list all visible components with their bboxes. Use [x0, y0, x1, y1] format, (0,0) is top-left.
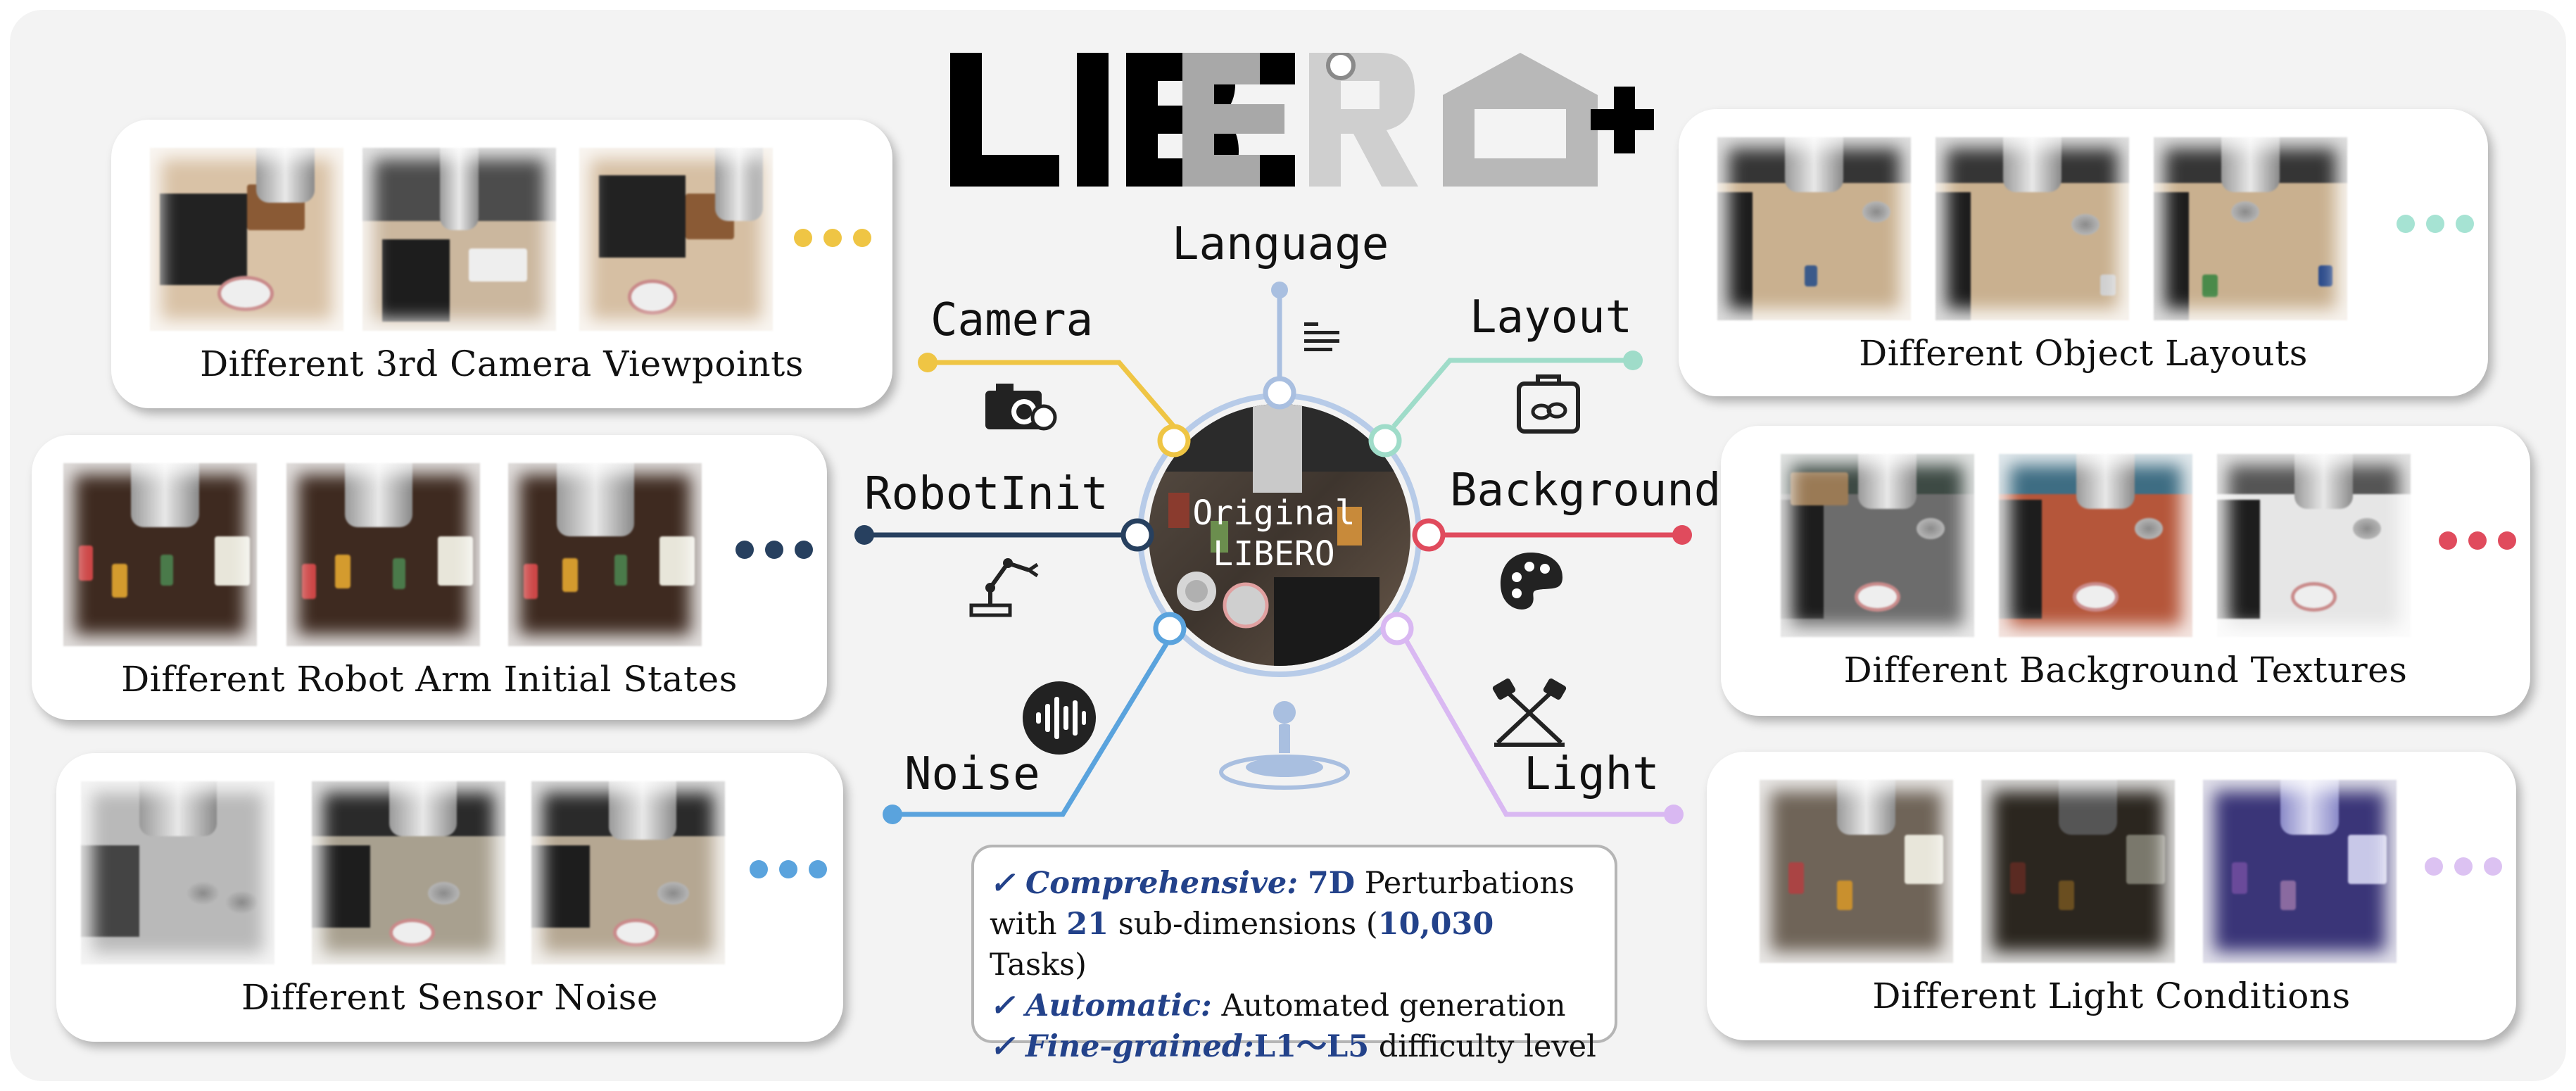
layout-caption: Different Object Layouts — [1859, 333, 2308, 374]
summary-box: ✓ Comprehensive: 7D Perturbations with 2… — [971, 845, 1617, 1064]
noise-thumb-2 — [312, 781, 505, 964]
panel-robot-init: Different Robot Arm Initial States — [32, 435, 827, 720]
water-drop-icon — [1219, 701, 1350, 790]
libero-plus-logo — [950, 53, 1654, 187]
noise-caption: Different Sensor Noise — [241, 977, 659, 1018]
label-robotinit: RobotInit — [864, 468, 1109, 520]
noise-thumb-1 — [81, 781, 274, 964]
summary-automatic: ✓ Automatic: — [990, 988, 1212, 1023]
summary-7d: 7D — [1307, 866, 1356, 901]
light-thumb-3 — [2203, 780, 2397, 963]
label-layout: Layout — [1470, 291, 1633, 343]
label-noise: Noise — [904, 748, 1040, 800]
background-thumb-3 — [2217, 454, 2411, 637]
label-background: Background — [1450, 465, 1722, 517]
camera-more-dots — [794, 229, 871, 247]
summary-tasks: Tasks) — [990, 947, 1087, 983]
background-caption: Different Background Textures — [1843, 650, 2408, 690]
panel-light-conditions: Different Light Conditions — [1707, 752, 2516, 1040]
sound-wave-icon — [1023, 681, 1096, 755]
background-thumb-2 — [1999, 454, 2192, 637]
background-thumb-1 — [1781, 454, 1974, 637]
summary-subdims: sub-dimensions ( — [1118, 907, 1378, 942]
camera-icon — [985, 384, 1057, 431]
summary-line-1: ✓ Comprehensive: 7D Perturbations — [990, 863, 1599, 904]
light-thumb-1 — [1760, 780, 1953, 963]
text-lines-icon — [1304, 322, 1339, 351]
center-label-line1: Original — [1192, 493, 1356, 533]
layout-thumb-3 — [2154, 137, 2347, 320]
panel-background-textures: Different Background Textures — [1721, 426, 2530, 716]
summary-tasks-count: 10,030 — [1377, 907, 1494, 942]
label-language: Language — [1172, 218, 1389, 270]
summary-difficulty: difficulty level — [1378, 1029, 1596, 1064]
light-caption: Different Light Conditions — [1872, 976, 2351, 1016]
stage-lights-icon — [1492, 678, 1567, 747]
robotinit-more-dots — [735, 541, 813, 559]
noise-thumb-3 — [531, 781, 725, 964]
robotinit-thumb-2 — [286, 463, 480, 646]
summary-comprehensive: ✓ Comprehensive: — [990, 866, 1299, 901]
layout-box-icon — [1517, 374, 1580, 434]
label-light: Light — [1524, 748, 1660, 800]
summary-with: with — [990, 907, 1057, 942]
layout-more-dots — [2397, 215, 2474, 233]
camera-thumb-1 — [150, 148, 343, 331]
center-label: Original LIBERO — [1154, 493, 1394, 574]
summary-line-4: ✓ Fine-grained:L1～L5 difficulty level — [990, 1026, 1599, 1067]
layout-thumb-1 — [1717, 137, 1911, 320]
layout-thumb-2 — [1936, 137, 2129, 320]
summary-perturbations: Perturbations — [1364, 866, 1575, 901]
center-label-line2: LIBERO — [1213, 534, 1335, 574]
palette-icon — [1500, 553, 1562, 610]
robotinit-thumb-3 — [508, 463, 702, 646]
background-more-dots — [2439, 531, 2516, 550]
panel-sensor-noise: Different Sensor Noise — [56, 753, 843, 1042]
summary-automated: Automated generation — [1221, 988, 1566, 1023]
light-thumb-2 — [1981, 780, 2175, 963]
panel-camera-viewpoints: Different 3rd Camera Viewpoints — [111, 120, 892, 408]
camera-thumb-2 — [362, 148, 556, 331]
light-more-dots — [2425, 857, 2502, 876]
camera-caption: Different 3rd Camera Viewpoints — [200, 343, 804, 384]
summary-21: 21 — [1066, 907, 1109, 942]
summary-levels: L1～L5 — [1254, 1029, 1370, 1064]
robotinit-thumb-1 — [63, 463, 257, 646]
summary-fine-grained: ✓ Fine-grained: — [990, 1029, 1254, 1064]
robotinit-caption: Different Robot Arm Initial States — [121, 659, 738, 700]
noise-more-dots — [750, 860, 827, 878]
robot-arm-icon — [969, 558, 1039, 617]
summary-line-2: with 21 sub-dimensions (10,030 Tasks) — [990, 904, 1599, 985]
panel-object-layouts: Different Object Layouts — [1679, 109, 2488, 396]
camera-thumb-3 — [579, 148, 773, 331]
label-camera: Camera — [930, 294, 1094, 346]
summary-line-3: ✓ Automatic: Automated generation — [990, 985, 1599, 1026]
